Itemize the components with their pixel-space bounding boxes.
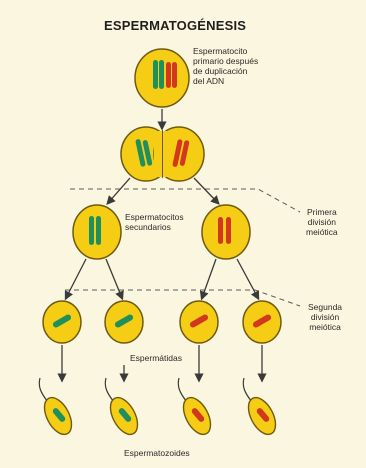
- spermatozoon-3: [178, 378, 216, 439]
- arrow-to-spermatid-4: [237, 259, 258, 298]
- spermatozoon-1: [39, 378, 77, 439]
- spermatozoon-2: [105, 378, 143, 439]
- spermatid-4: [243, 301, 281, 343]
- arrow-to-secondary-right: [194, 178, 218, 203]
- arrow-to-secondary-left: [108, 178, 130, 203]
- spermatid-2: [105, 301, 143, 343]
- spermatozoon-4: [243, 378, 281, 439]
- arrow-to-spermatid-2: [106, 259, 122, 298]
- arrow-to-spermatid-3: [202, 259, 216, 298]
- spermatid-3: [180, 301, 218, 343]
- spermatid-1: [43, 301, 81, 343]
- arrow-to-spermatid-1: [66, 259, 86, 298]
- dividing-cell: [121, 127, 204, 181]
